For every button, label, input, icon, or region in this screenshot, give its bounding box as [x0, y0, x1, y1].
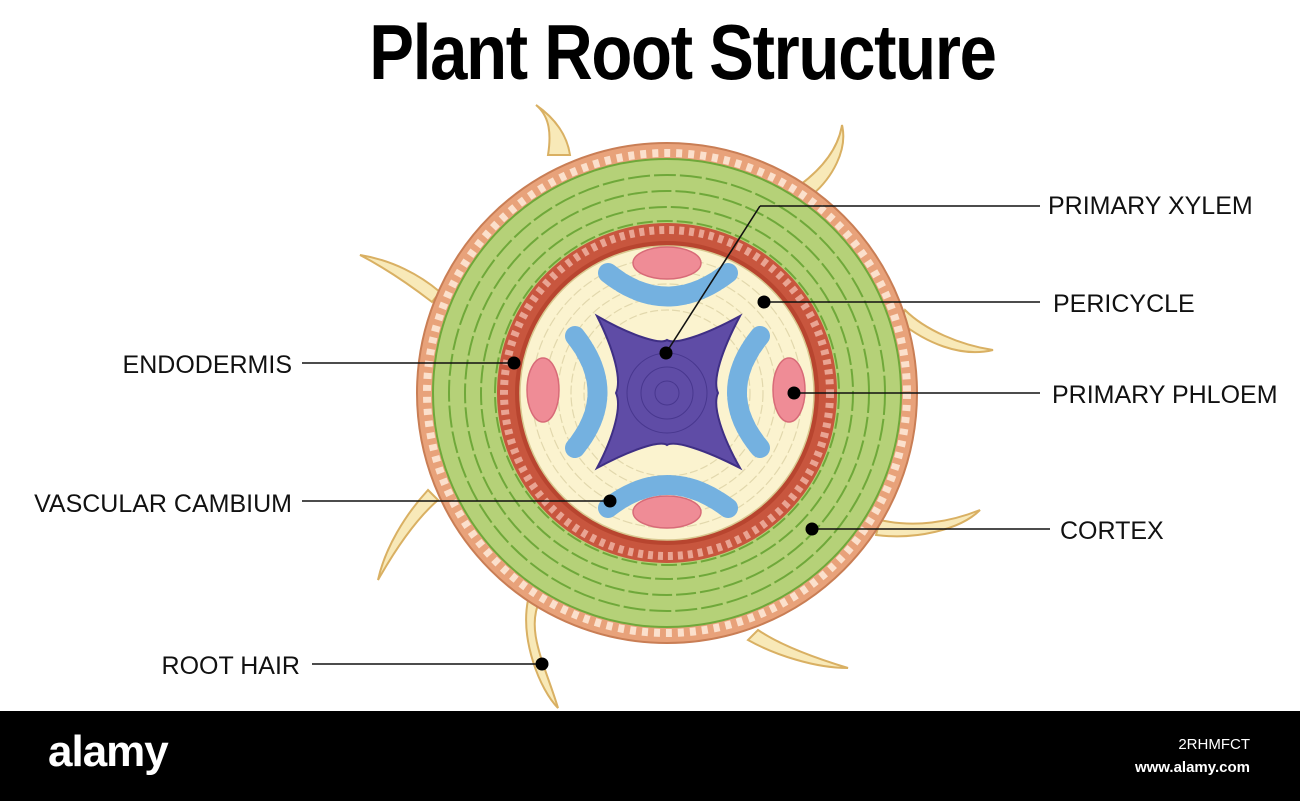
watermark-url: www.alamy.com [1134, 759, 1250, 776]
label-pericycle: PERICYCLE [1053, 290, 1195, 318]
leader-lines [302, 205, 1050, 665]
root-hair [535, 104, 572, 156]
root-hair [359, 254, 442, 304]
stock-watermark-bar: alamy 2RHMFCT www.alamy.com [0, 711, 1300, 801]
label-endodermis: ENDODERMIS [123, 351, 292, 379]
label-root-hair: ROOT HAIR [162, 652, 300, 680]
phloem-patch-bottom [632, 495, 702, 529]
marker-dot [787, 386, 801, 400]
marker-dot [757, 295, 771, 309]
marker-dot [535, 657, 549, 671]
vascular-cambium-arcs [565, 263, 770, 518]
root-hair [746, 628, 849, 669]
root-hair [377, 488, 440, 581]
marker-dot [603, 494, 617, 508]
primary-xylem-star [594, 313, 743, 471]
label-vascular-cambium: VASCULAR CAMBIUM [34, 490, 292, 518]
marker-dot [805, 522, 819, 536]
alamy-logo: alamy [48, 727, 169, 776]
root-hair [898, 308, 994, 354]
marker-dot [507, 356, 521, 370]
label-primary-phloem: PRIMARY PHLOEM [1052, 381, 1278, 409]
root-hairs [359, 104, 994, 709]
root-cross-section-diagram: PRIMARY XYLEM PERICYCLE PRIMARY PHLOEM C… [34, 104, 1278, 709]
phloem-patch-left [526, 357, 560, 423]
root-hair [525, 599, 559, 709]
label-primary-xylem: PRIMARY XYLEM [1048, 192, 1253, 220]
phloem-patch-top [632, 246, 702, 280]
root-hair [798, 124, 845, 197]
label-cortex: CORTEX [1060, 517, 1164, 545]
root-hair [874, 509, 981, 538]
image-id: 2RHMFCT [1178, 736, 1250, 753]
page-title: Plant Root Structure [369, 8, 997, 96]
primary-phloem-patches [526, 246, 806, 529]
marker-dot [659, 346, 673, 360]
label-markers [507, 295, 819, 671]
